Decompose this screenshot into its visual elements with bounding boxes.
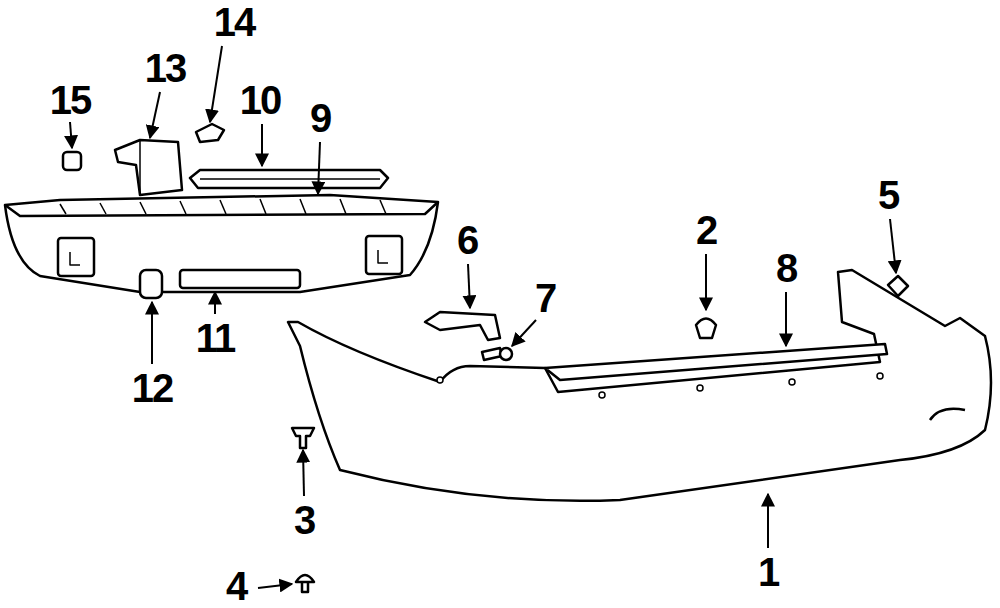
callout-number: 1: [758, 552, 778, 592]
callout-number: 2: [696, 210, 716, 250]
bumper-cover: [288, 270, 991, 501]
callout-number: 7: [535, 278, 555, 318]
callout-number: 15: [50, 80, 91, 120]
callout-number: 10: [240, 80, 281, 120]
callout-number: 11: [196, 318, 234, 358]
callout-number: 13: [145, 48, 186, 88]
callout-number: 9: [310, 98, 330, 138]
callout-number: 6: [457, 220, 477, 260]
callout-number: 5: [878, 175, 898, 215]
callout-number: 14: [214, 2, 255, 42]
callout-number: 3: [294, 500, 314, 540]
molding: [545, 344, 887, 380]
absorber: [5, 195, 438, 292]
callout-number: 8: [776, 248, 796, 288]
callout-number: 12: [132, 368, 173, 408]
callout-number: 4: [226, 566, 246, 606]
